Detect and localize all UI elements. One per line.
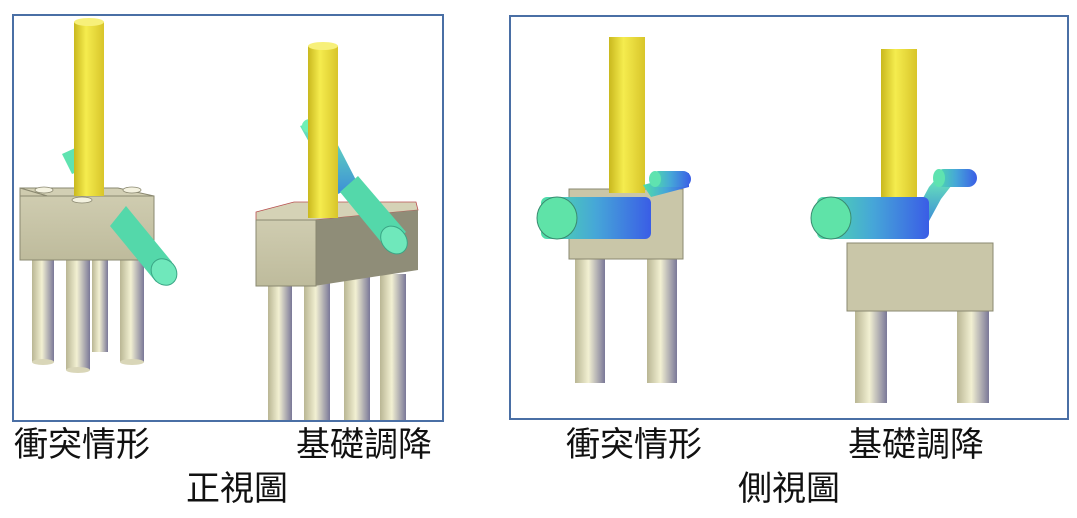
pile xyxy=(344,274,370,420)
side-view-title: 側視圖 xyxy=(738,469,840,509)
side-left-caption: 衝突情形 xyxy=(566,425,702,465)
front-collision-model xyxy=(19,18,178,373)
pipe xyxy=(110,206,178,286)
pile xyxy=(304,274,330,420)
column xyxy=(308,46,338,218)
column xyxy=(609,37,645,193)
pipe xyxy=(643,171,691,197)
front-left-caption: 衝突情形 xyxy=(14,425,150,465)
pipe xyxy=(536,196,651,240)
side-collision-model xyxy=(536,37,691,383)
pile xyxy=(120,252,144,362)
pile xyxy=(957,309,989,403)
front-view-panel xyxy=(12,14,444,422)
front-view-title: 正視圖 xyxy=(186,469,288,509)
pile xyxy=(855,309,887,403)
side-view-drawing xyxy=(536,37,994,403)
front-view-drawing xyxy=(19,18,419,420)
front-right-caption: 基礎調降 xyxy=(296,425,432,465)
pile xyxy=(647,255,677,383)
pile xyxy=(380,274,406,420)
column xyxy=(881,49,917,205)
pile xyxy=(268,274,292,420)
pile-cap xyxy=(255,219,317,287)
pile xyxy=(92,252,108,352)
column xyxy=(74,22,104,196)
front-lowered-model xyxy=(255,42,419,420)
pile xyxy=(32,252,54,362)
side-view-panel xyxy=(509,15,1069,420)
pipe xyxy=(810,196,929,240)
side-lowered-model xyxy=(810,49,994,403)
pipe xyxy=(340,176,408,255)
side-right-caption: 基礎調降 xyxy=(848,425,984,465)
pile xyxy=(66,252,90,370)
pile-cap xyxy=(846,242,994,312)
pile xyxy=(575,255,605,383)
